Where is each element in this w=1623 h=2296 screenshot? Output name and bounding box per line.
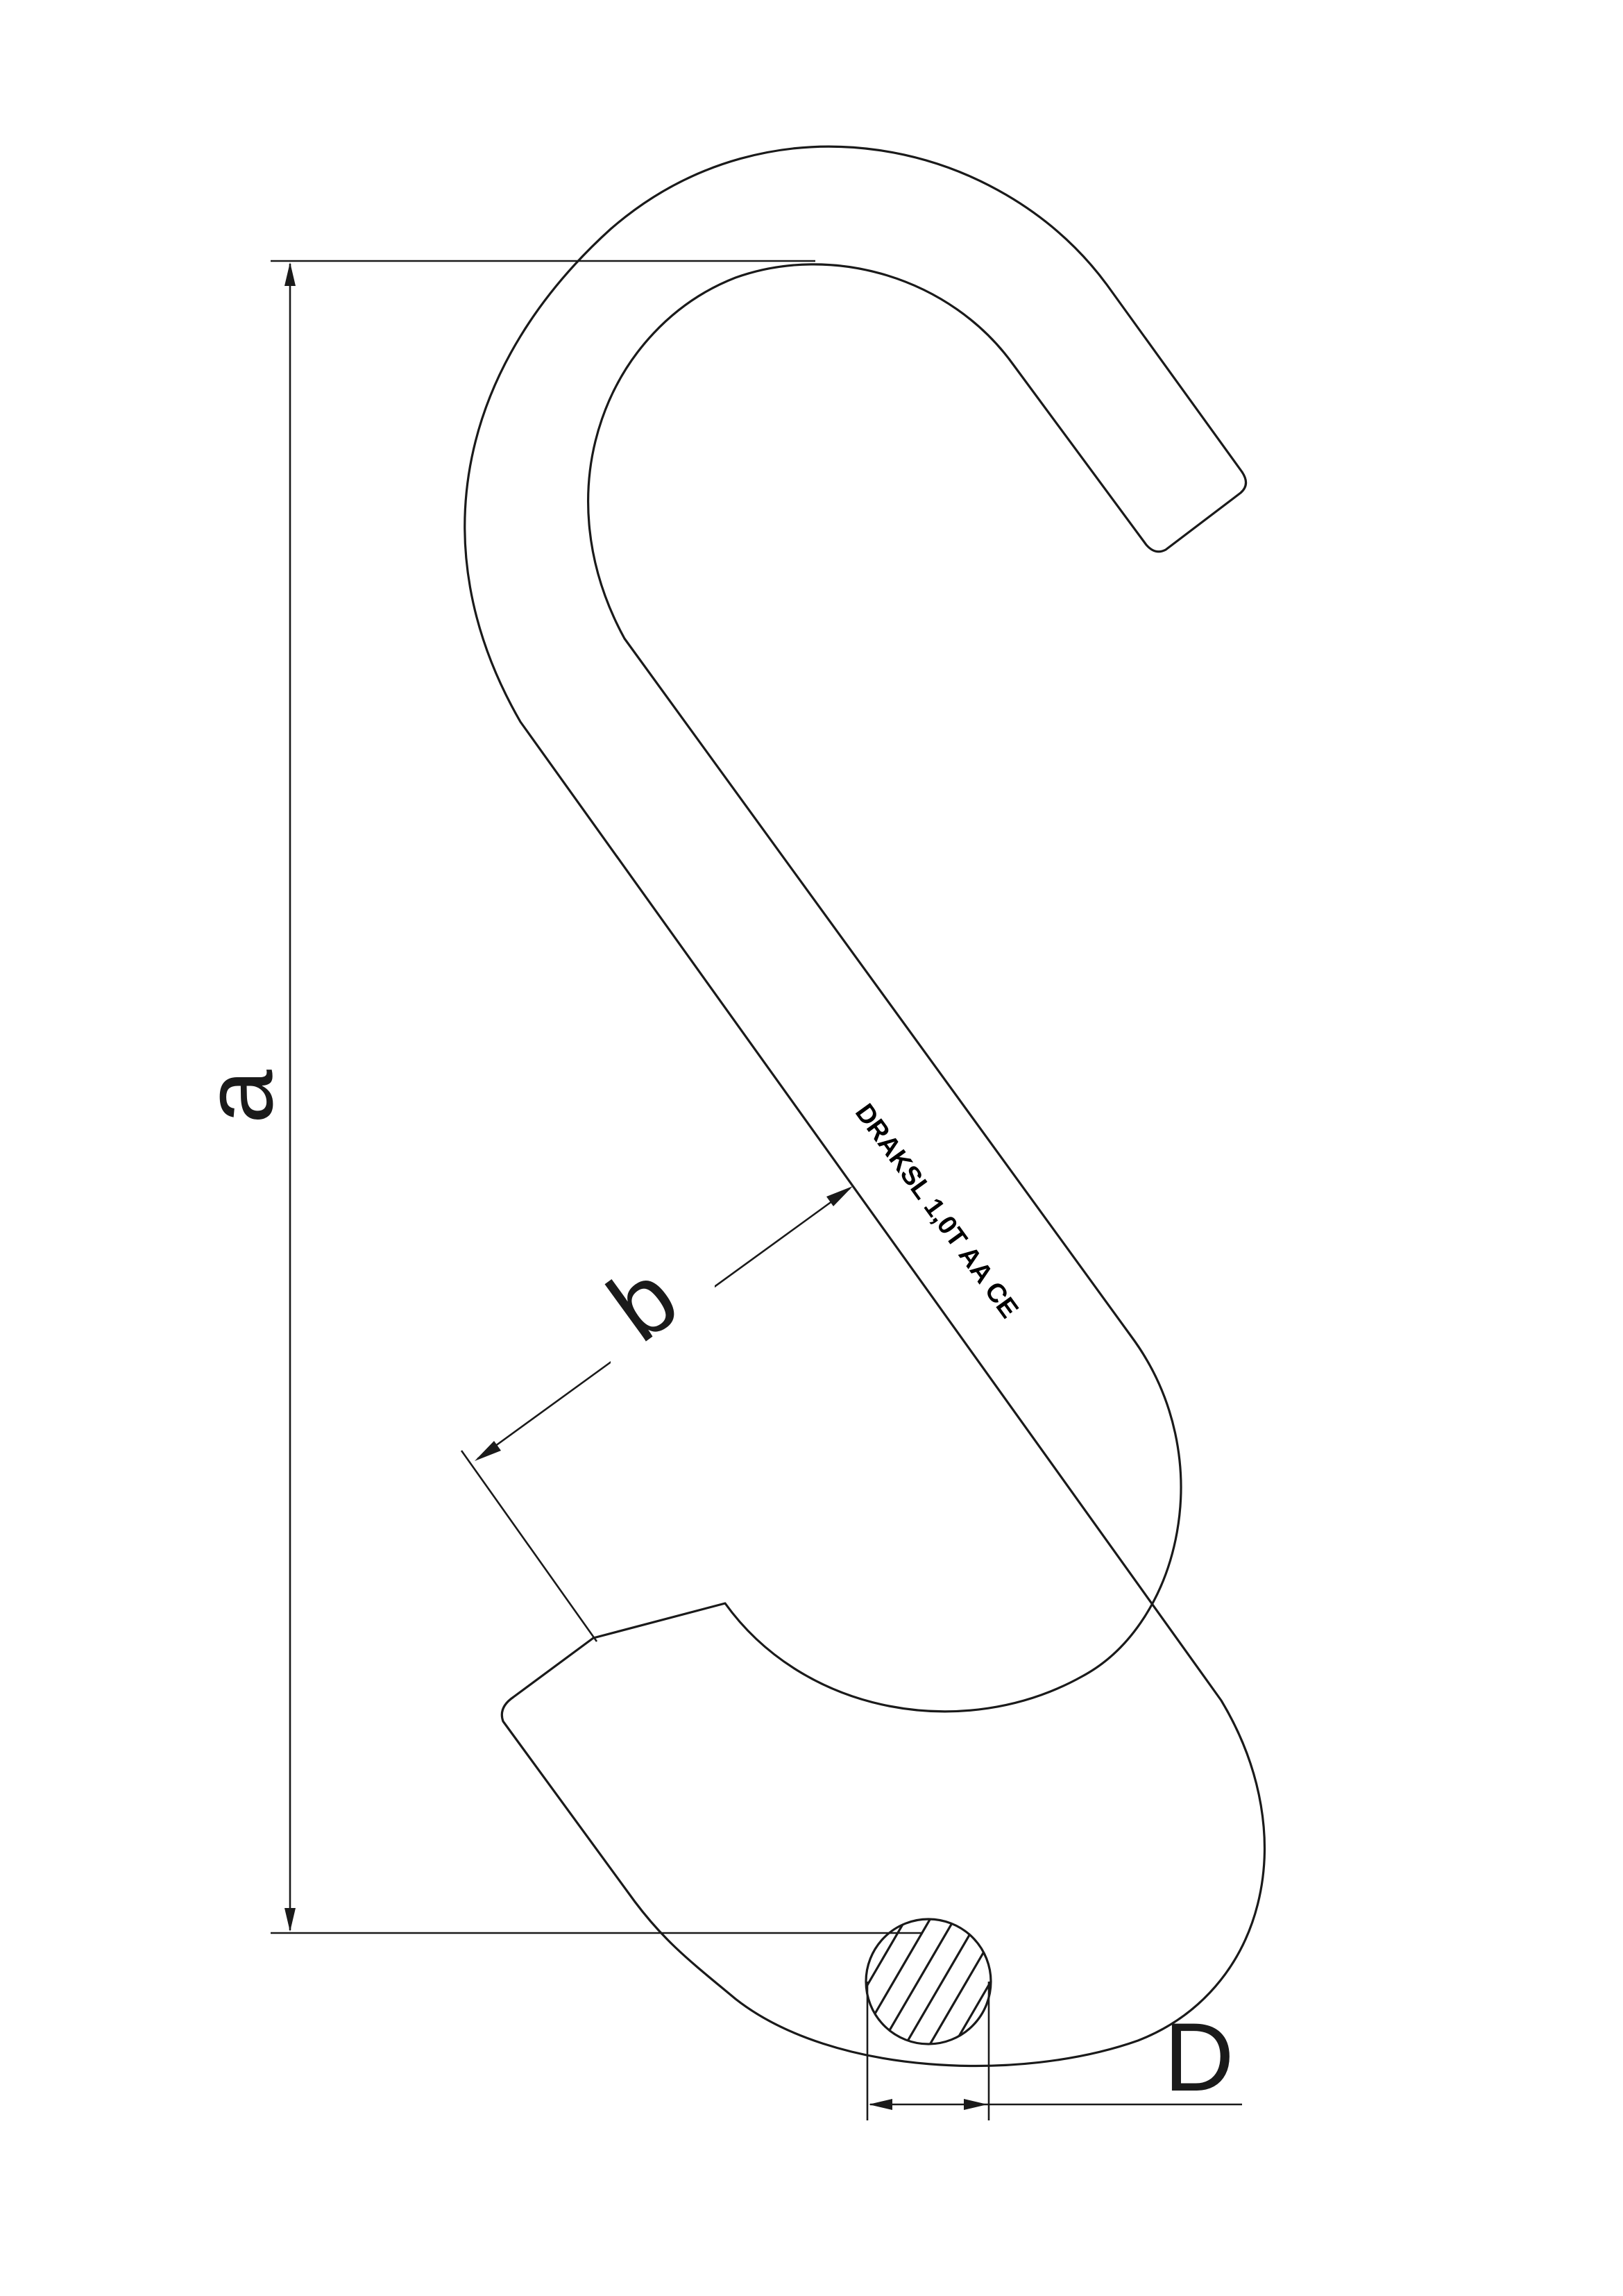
dimension-a-label: a [184,1070,293,1124]
dimension-b-label-bg [611,1277,715,1381]
dimension-b: b [460,1186,853,1642]
hook-outer-contour [464,145,1266,2068]
wire-cross-section [865,1918,992,2045]
dimension-b-extension [460,1450,598,1642]
dimension-d-label: D [1164,2002,1234,2111]
dimension-a: a [184,260,923,1934]
dimension-b-arrow-right [826,1186,853,1206]
hook-marking-text: DRAKSL 1,0T AA CE [849,1099,1024,1324]
dimension-d-arrow-left [869,2099,892,2110]
dimension-d-arrow-right [964,2099,987,2110]
dimension-a-arrow-bottom [284,1908,296,1932]
dimension-d: D [866,1982,1242,2120]
s-hook-body [464,145,1266,2068]
dimension-b-arrow-left [475,1441,501,1461]
dimension-a-arrow-top [284,262,296,286]
hook-inner-contour [587,263,1248,1713]
